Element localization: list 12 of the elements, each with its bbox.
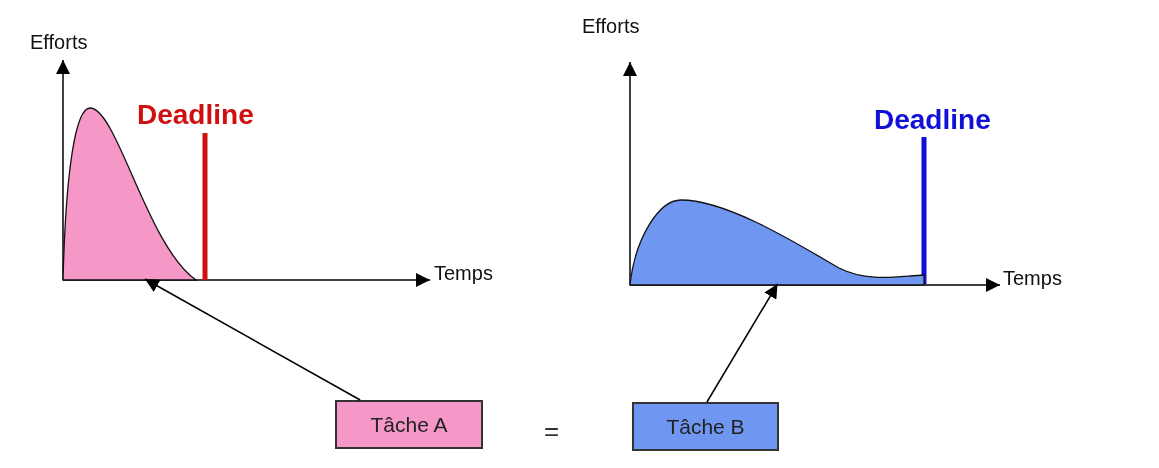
axis-label: Efforts [582,16,640,36]
arrow [706,283,779,403]
axis-label: Temps [1003,268,1062,288]
deadline-label: Deadline [874,106,991,134]
task-box: Tâche B [632,402,779,451]
axis-label: Temps [434,263,493,283]
task-box: Tâche A [335,400,483,449]
arrow [144,278,361,401]
equals-sign: = [544,418,560,444]
effort-curve-area [629,198,926,286]
axis-label: Efforts [30,32,88,52]
deadline-label: Deadline [137,101,254,129]
